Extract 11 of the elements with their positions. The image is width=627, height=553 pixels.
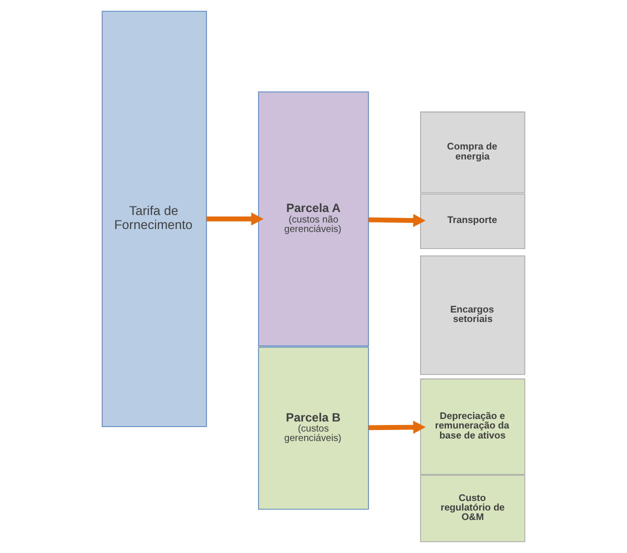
node-box: Custo regulatório de O&M <box>420 474 526 542</box>
node-box: Parcela B (custos gerenciáveis) <box>258 346 369 510</box>
node-box: Depreciação e remuneração da base de ativos <box>420 378 526 475</box>
node-box: Tarifa de Fornecimento <box>102 10 207 428</box>
node-box: Compra de energia <box>420 112 526 194</box>
node-box: Encargos setoriais <box>420 255 526 375</box>
arrow <box>206 212 264 226</box>
node-box: Parcela A (custos não gerenciáveis) <box>258 91 369 346</box>
arrow <box>368 420 426 434</box>
node-box: Transporte <box>420 194 526 250</box>
arrow <box>368 214 426 227</box>
